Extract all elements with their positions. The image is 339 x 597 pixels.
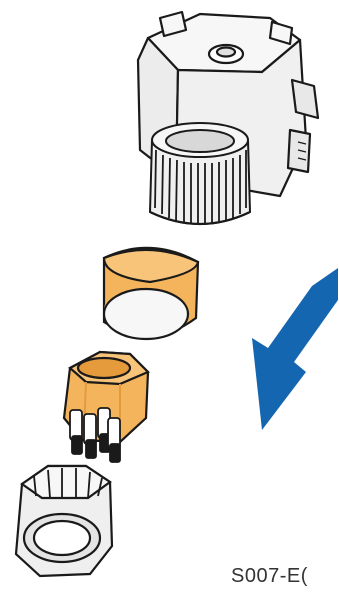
direction-arrow [252, 268, 338, 430]
figure-code-label: S007-E( [231, 565, 339, 588]
sealing-insert [104, 248, 198, 339]
housing-ribbed-collar [150, 123, 250, 225]
swivel-nut [16, 466, 112, 576]
pin-insert [64, 352, 148, 462]
